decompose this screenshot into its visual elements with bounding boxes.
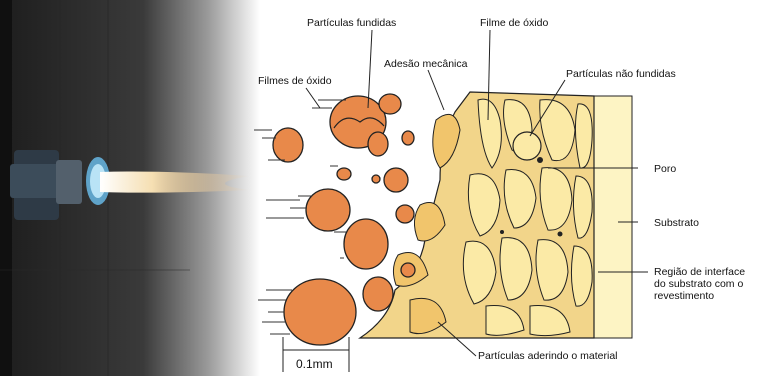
label-substrate: Substrato	[654, 217, 699, 229]
substrate-block	[594, 96, 632, 338]
label-mechanical-adhesion: Adesão mecânica	[384, 58, 467, 70]
label-pore: Poro	[654, 163, 676, 175]
label-fused-particles: Partículas fundidas	[307, 17, 396, 29]
unfused-particle	[513, 132, 541, 160]
label-adhering-particles: Partículas aderindo o material	[478, 350, 618, 362]
spray-gun-photo	[0, 0, 260, 376]
label-interface-region: Região de interface do substrato com o r…	[654, 266, 745, 302]
label-oxide-films: Filmes de óxido	[258, 75, 332, 87]
label-unfused-particles: Partículas não fundidas	[566, 68, 676, 80]
label-scale: 0.1mm	[296, 358, 333, 370]
label-oxide-film: Filme de óxido	[480, 17, 548, 29]
